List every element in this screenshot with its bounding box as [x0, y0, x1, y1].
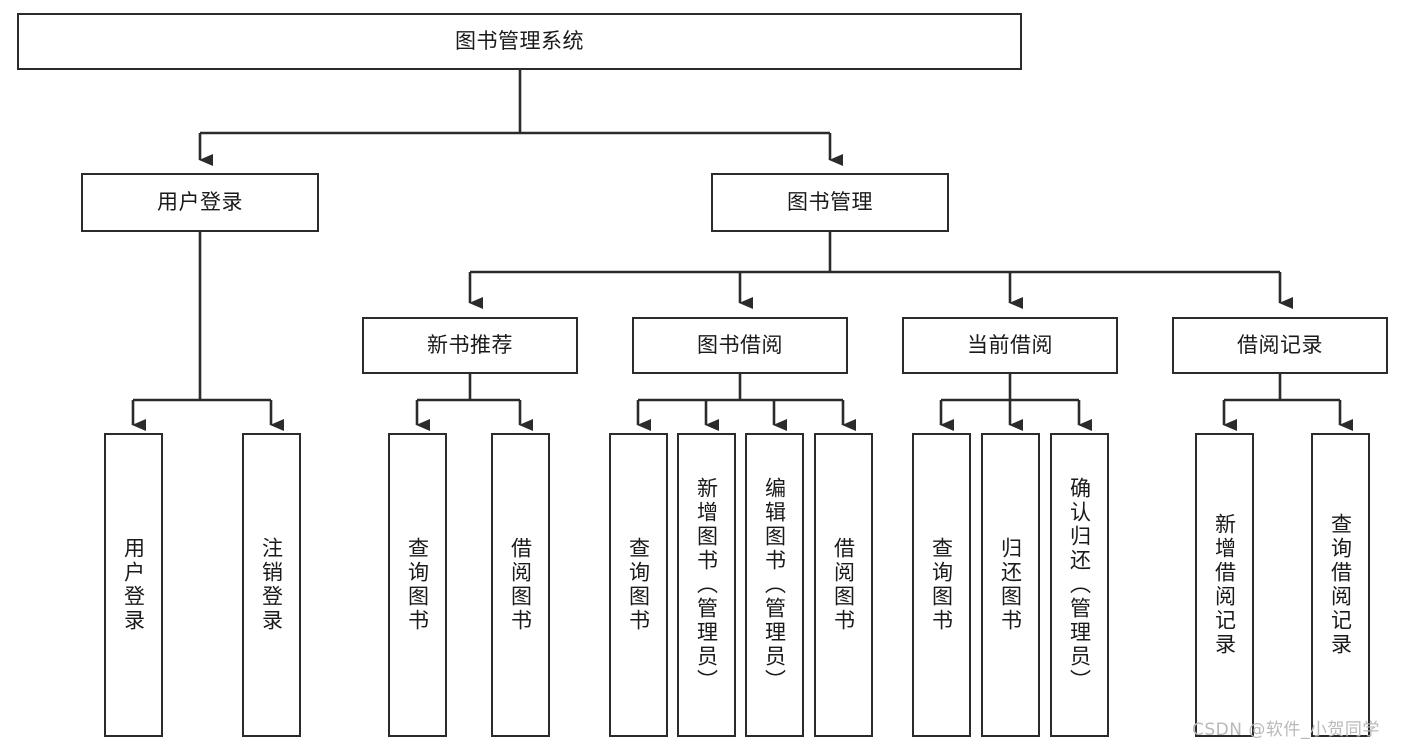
node-leaf-label: 归还图书 [998, 537, 1023, 633]
node-leaf-current-query[interactable]: 查询图书 [912, 433, 971, 737]
node-leaf-label: 注销登录 [259, 537, 284, 633]
node-leaf-borrow-query[interactable]: 查询图书 [609, 433, 668, 737]
node-new-book-recommend[interactable]: 新书推荐 [362, 317, 578, 374]
node-current-borrow[interactable]: 当前借阅 [902, 317, 1118, 374]
node-leaf-borrow-add-book[interactable]: 新增图书（管理员） [677, 433, 736, 737]
node-borrow-records[interactable]: 借阅记录 [1172, 317, 1388, 374]
node-book-borrow[interactable]: 图书借阅 [632, 317, 848, 374]
node-book-borrow-label: 图书借阅 [697, 332, 783, 357]
node-leaf-label: 新增图书（管理员） [694, 477, 719, 693]
node-leaf-label: 借阅图书 [831, 537, 856, 633]
node-leaf-newbook-query[interactable]: 查询图书 [388, 433, 447, 737]
node-user-login-label: 用户登录 [157, 189, 243, 214]
node-leaf-label: 查询借阅记录 [1328, 513, 1353, 657]
node-borrow-records-label: 借阅记录 [1237, 332, 1323, 357]
node-leaf-label: 新增借阅记录 [1212, 513, 1237, 657]
node-leaf-label: 查询图书 [929, 537, 954, 633]
node-leaf-label: 查询图书 [626, 537, 651, 633]
node-leaf-records-query[interactable]: 查询借阅记录 [1311, 433, 1370, 737]
node-leaf-label: 借阅图书 [508, 537, 533, 633]
node-leaf-label: 编辑图书（管理员） [762, 477, 787, 693]
node-leaf-current-return[interactable]: 归还图书 [981, 433, 1040, 737]
node-leaf-label: 确认归还（管理员） [1067, 477, 1092, 693]
node-root-label: 图书管理系统 [455, 28, 584, 53]
node-leaf-current-confirm-return[interactable]: 确认归还（管理员） [1050, 433, 1109, 737]
node-new-book-recommend-label: 新书推荐 [427, 332, 513, 357]
node-current-borrow-label: 当前借阅 [967, 332, 1053, 357]
node-leaf-label: 查询图书 [405, 537, 430, 633]
node-book-manage[interactable]: 图书管理 [711, 173, 949, 232]
node-leaf-borrow-edit-book[interactable]: 编辑图书（管理员） [745, 433, 804, 737]
node-leaf-label: 用户登录 [121, 537, 146, 633]
watermark: CSDN @软件_小贺同学 [1192, 720, 1380, 740]
node-book-manage-label: 图书管理 [787, 189, 873, 214]
node-root-system[interactable]: 图书管理系统 [17, 13, 1022, 70]
node-leaf-borrow-borrow-book[interactable]: 借阅图书 [814, 433, 873, 737]
node-user-login[interactable]: 用户登录 [81, 173, 319, 232]
node-leaf-user-login-1[interactable]: 用户登录 [104, 433, 163, 737]
node-leaf-user-logout[interactable]: 注销登录 [242, 433, 301, 737]
node-leaf-records-add[interactable]: 新增借阅记录 [1195, 433, 1254, 737]
node-leaf-newbook-borrow[interactable]: 借阅图书 [491, 433, 550, 737]
